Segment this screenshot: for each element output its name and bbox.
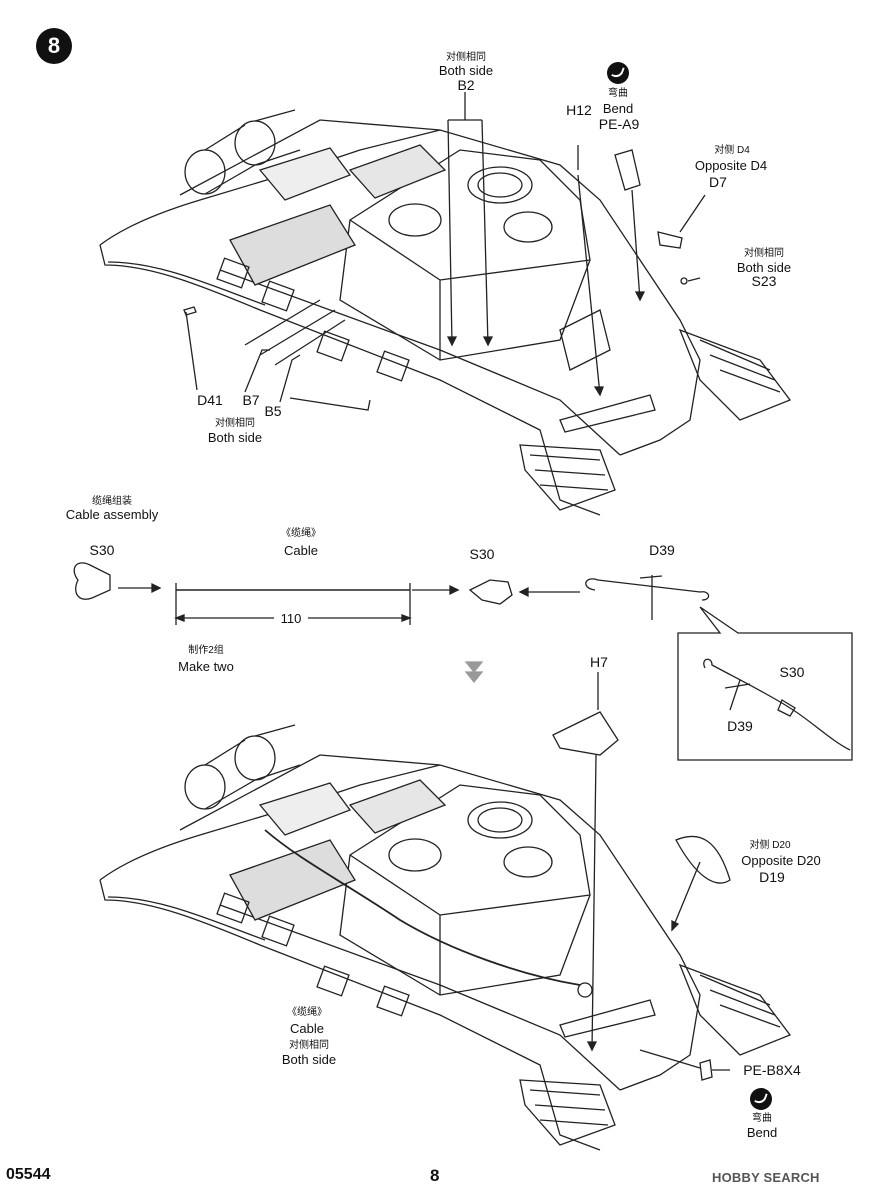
top-hull-drawing [99,109,792,516]
bottom-cable-note-cn: 对侧相同 [289,1040,329,1051]
b2-note-en: Both side [438,63,494,78]
part-d7-label: D7 [709,174,727,190]
cable-length-dimension: 110 [274,611,308,626]
make-two-cn: 制作2组 [188,645,224,656]
bottom-cable-cn: 《缆绳》 [287,1007,327,1018]
bottom-hull-drawing [99,724,792,1151]
part-pe-a9-label: PE-A9 [598,116,640,132]
part-b2-label: B2 [457,77,475,93]
left-note-en: Both side [207,430,263,445]
d7-note-cn: 对侧 D4 [714,145,750,156]
part-b7-label: B7 [242,392,260,408]
bend-icon-bottom [750,1088,772,1110]
page-number: 8 [430,1166,440,1185]
bottom-cable-note-en: Both side [281,1052,337,1067]
part-pe-b8-label: PE-B8X4 [743,1062,801,1078]
part-h12-label: H12 [566,102,592,118]
inset-s30-label: S30 [779,664,805,680]
part-s30-left-label: S30 [89,542,115,558]
pe-a9-note-cn: 弯曲 [608,88,628,99]
left-note-cn: 对侧相同 [215,418,255,429]
down-arrow-icon [464,661,484,684]
make-two-en: Make two [178,659,234,674]
inset-d39-label: D39 [727,718,753,734]
step-number-badge: 8 [36,28,72,64]
bottom-bend-en: Bend [746,1125,778,1140]
watermark-text: HOBBY SEARCH [712,1170,820,1185]
part-s23-label: S23 [751,273,777,289]
part-d41-label: D41 [197,392,223,408]
bottom-leader-lines [552,672,731,1081]
cable-assembly-title-cn: 缆绳组装 [92,496,132,507]
b2-note-cn: 对侧相同 [446,52,486,63]
top-leader-lines [183,92,706,411]
part-d19-label: D19 [759,869,785,885]
cable-assembly-title-en: Cable assembly [65,507,159,522]
product-code: 05544 [6,1166,51,1183]
d19-note-cn: 对侧 D20 [749,840,791,851]
pe-a9-note-en: Bend [602,101,634,116]
part-d39-label: D39 [649,542,675,558]
d7-note-en: Opposite D4 [694,158,768,173]
part-b5-label: B5 [264,403,282,419]
bend-icon [607,62,629,84]
s23-note-cn: 对侧相同 [744,248,784,259]
part-h7-label: H7 [590,654,608,670]
part-s30-right-label: S30 [469,546,495,562]
cable-label-cn: 《缆绳》 [281,528,321,539]
bottom-bend-cn: 弯曲 [752,1113,772,1124]
cable-label-en: Cable [284,543,318,558]
s23-note-en: Both side [736,260,792,275]
bottom-cable-en: Cable [290,1021,324,1036]
d19-note-en: Opposite D20 [741,853,821,868]
